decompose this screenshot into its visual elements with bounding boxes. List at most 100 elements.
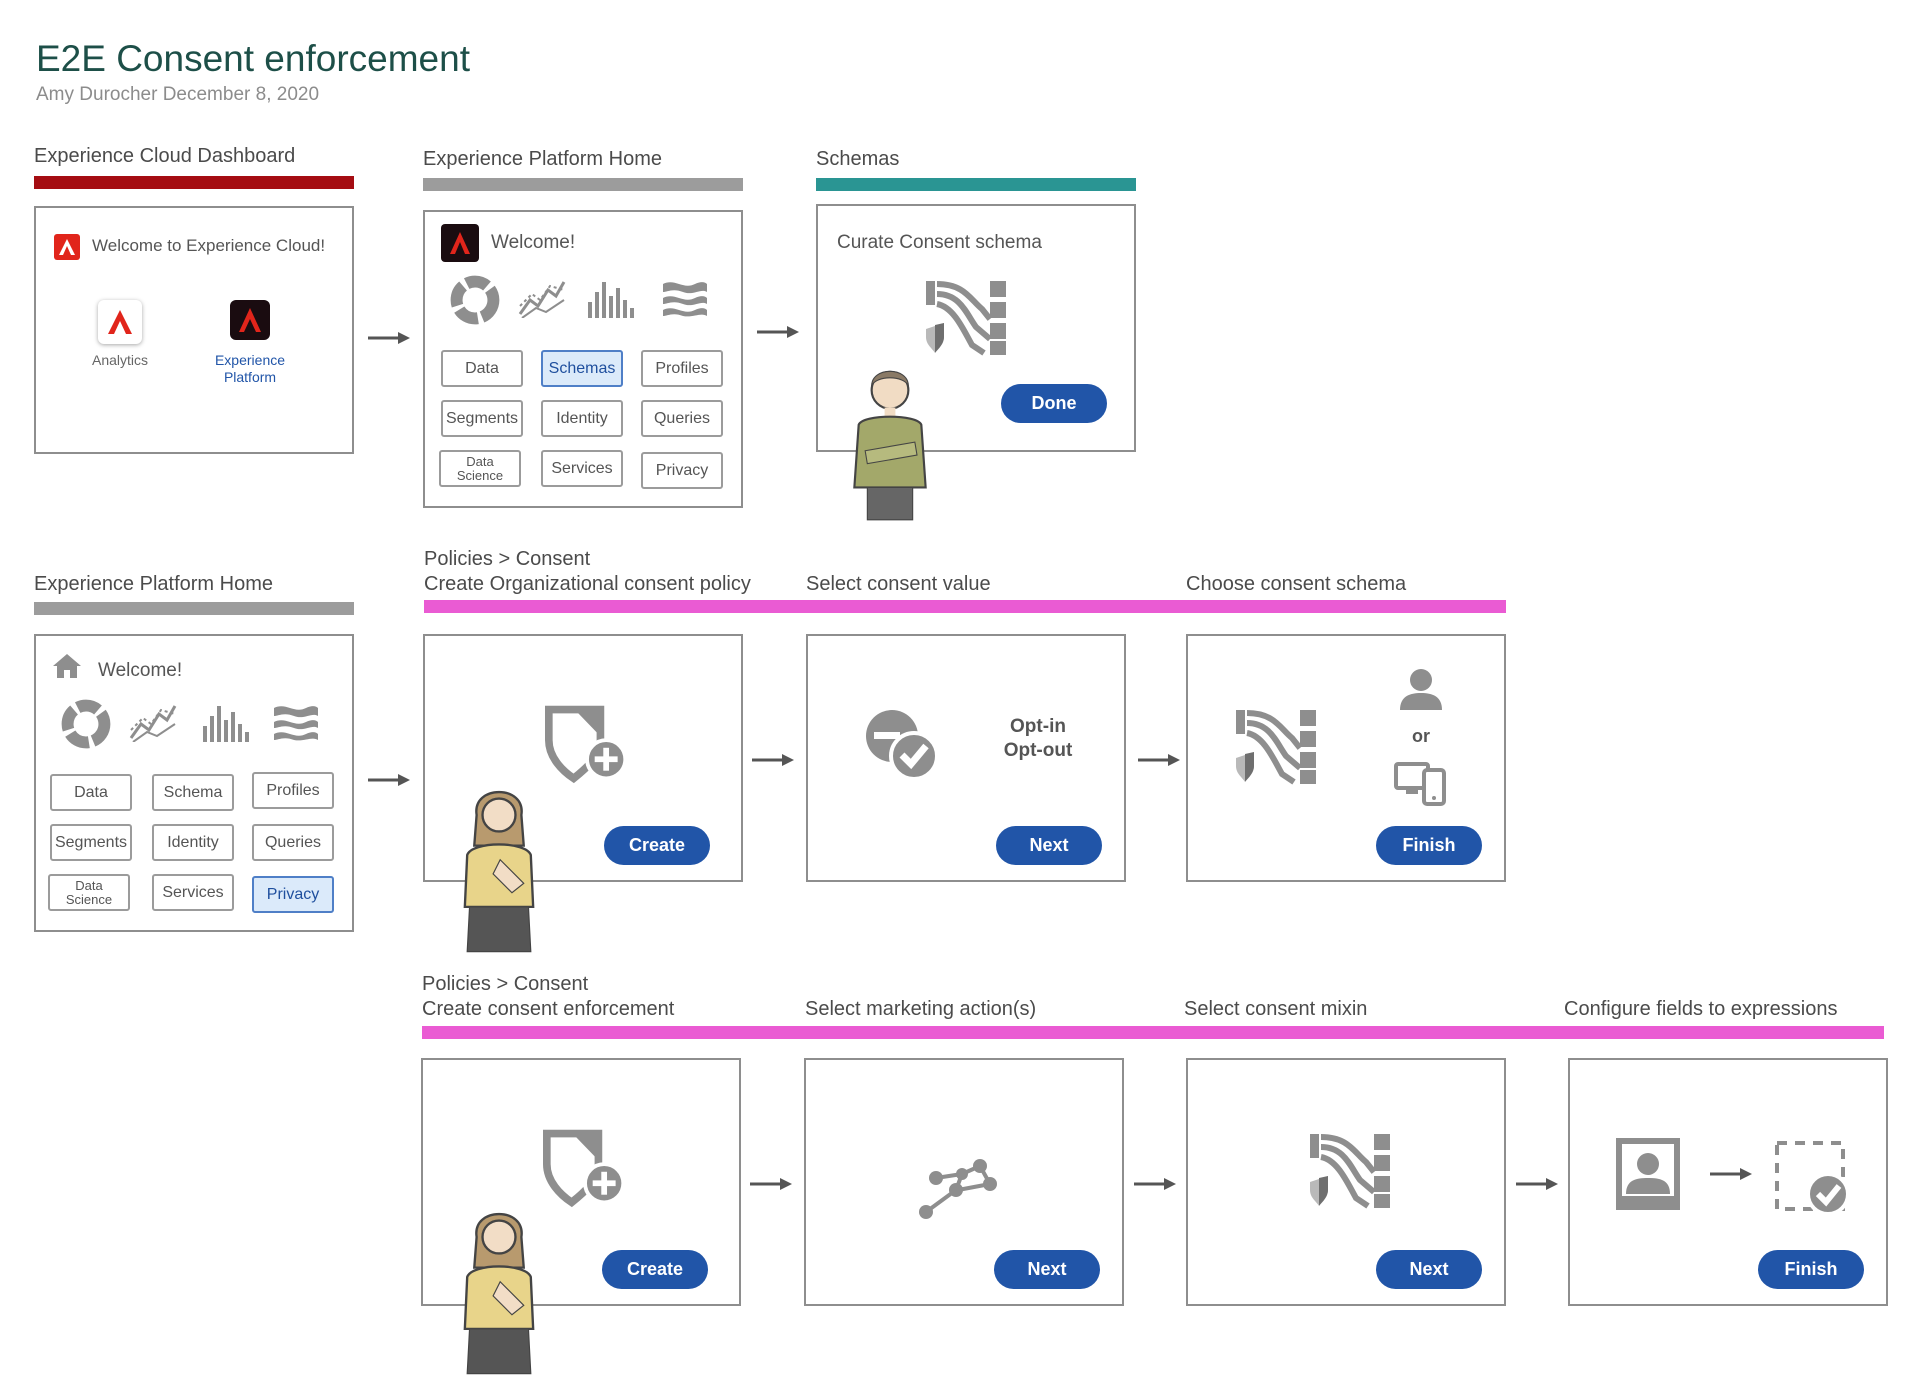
analytics-app-icon[interactable] <box>98 300 142 344</box>
devices-icon <box>1394 762 1446 806</box>
adobe-icon <box>54 234 80 260</box>
platform-home-screen: Welcome! Data Schema Profiles Segments I… <box>34 634 354 932</box>
welcome-message: Welcome! <box>98 660 183 681</box>
tile-profiles[interactable]: Profiles <box>641 350 723 387</box>
opt-out-label: Opt-out <box>1003 740 1073 761</box>
next-button[interactable]: Next <box>994 1250 1100 1289</box>
shield-plus-icon <box>543 1124 629 1210</box>
welcome-message: Welcome! <box>491 232 576 253</box>
step-label-create-policy: Create Organizational consent policy <box>424 573 751 595</box>
tile-data[interactable]: Data <box>441 350 523 387</box>
profile-card-icon <box>1616 1138 1680 1210</box>
consent-schema-screen: or Finish <box>1186 634 1506 882</box>
dashed-check-icon <box>1775 1141 1850 1216</box>
step-bar-teal <box>816 178 1136 191</box>
platform-home-screen: Welcome! Data Schemas Profiles Segments … <box>423 210 743 508</box>
create-button[interactable]: Create <box>602 1250 708 1289</box>
schemas-screen: Curate Consent schema Done <box>816 204 1136 452</box>
page-title: E2E Consent enforcement <box>36 38 470 79</box>
flow-arrow <box>368 774 410 786</box>
bar-chart-icon <box>585 278 635 318</box>
line-chart-icon <box>128 702 178 742</box>
breadcrumb: Policies > Consent <box>424 548 591 570</box>
step-label-marketing-actions: Select marketing action(s) <box>805 998 1037 1020</box>
waves-icon <box>661 278 709 318</box>
shield-plus-icon <box>545 700 631 786</box>
donut-chart-icon <box>60 698 112 750</box>
flow-arrow <box>757 326 799 338</box>
next-button[interactable]: Next <box>1376 1250 1482 1289</box>
experience-platform-app-label[interactable]: Experience Platform <box>214 352 286 385</box>
consent-mixin-screen: Next <box>1186 1058 1506 1306</box>
tile-identity[interactable]: Identity <box>152 824 234 861</box>
experience-platform-app-icon[interactable] <box>230 300 270 340</box>
map-arrow-icon <box>1710 1168 1752 1180</box>
tile-data-science[interactable]: Data Science <box>439 450 521 487</box>
marketing-actions-icon <box>919 1159 997 1219</box>
step-label-platform-home: Experience Platform Home <box>423 148 662 170</box>
tile-privacy[interactable]: Privacy <box>641 452 723 489</box>
step-label-schemas: Schemas <box>816 148 900 170</box>
step-label-consent-value: Select consent value <box>806 573 991 595</box>
step-label-platform-home: Experience Platform Home <box>34 573 273 595</box>
create-button[interactable]: Create <box>604 826 710 865</box>
step-bar-red <box>34 176 354 189</box>
line-chart-icon <box>517 278 567 318</box>
step-label-consent-mixin: Select consent mixin <box>1184 998 1368 1020</box>
opt-in-label: Opt-in <box>1010 716 1066 737</box>
tile-queries[interactable]: Queries <box>641 400 723 437</box>
step-label-configure-fields: Configure fields to expressions <box>1564 998 1838 1020</box>
analytics-app-label[interactable]: Analytics <box>91 352 149 368</box>
schema-icon <box>1308 1130 1392 1210</box>
tile-services[interactable]: Services <box>152 874 234 911</box>
step-bar-gray <box>34 602 354 615</box>
marketing-actions-screen: Next <box>804 1058 1124 1306</box>
or-label: or <box>1412 726 1430 746</box>
welcome-message: Welcome to Experience Cloud! <box>92 236 326 255</box>
tile-segments[interactable]: Segments <box>50 824 132 861</box>
flow-arrow <box>1516 1178 1558 1190</box>
tile-schema[interactable]: Schema <box>152 774 234 811</box>
finish-button[interactable]: Finish <box>1376 826 1482 865</box>
home-icon <box>53 654 81 678</box>
user-icon <box>1400 669 1442 710</box>
step-label-consent-schema: Choose consent schema <box>1186 573 1407 595</box>
finish-button[interactable]: Finish <box>1758 1250 1864 1289</box>
cloud-dashboard-screen: Welcome to Experience Cloud! Analytics E… <box>34 206 354 454</box>
tile-schemas[interactable]: Schemas <box>541 350 623 387</box>
man-persona-illustration <box>840 360 940 522</box>
woman-persona-illustration <box>446 1200 552 1380</box>
step-label-create-enforcement: Create consent enforcement <box>422 998 675 1020</box>
step-bar-gray <box>423 178 743 191</box>
schema-icon <box>1234 706 1318 786</box>
tile-privacy[interactable]: Privacy <box>252 876 334 913</box>
curate-schema-heading: Curate Consent schema <box>837 232 1042 253</box>
tile-queries[interactable]: Queries <box>252 824 334 861</box>
consent-check-icon <box>866 710 938 781</box>
tile-profiles[interactable]: Profiles <box>252 772 334 809</box>
step-bar-pink <box>424 600 1506 613</box>
flow-arrow <box>1138 754 1180 766</box>
flow-arrow <box>752 754 794 766</box>
configure-fields-screen: Finish <box>1568 1058 1888 1306</box>
consent-value-screen: Opt-in Opt-out Next <box>806 634 1126 882</box>
step-bar-pink <box>422 1026 1884 1039</box>
waves-icon <box>272 702 320 742</box>
bar-chart-icon <box>200 702 250 742</box>
step-label-cloud-dashboard: Experience Cloud Dashboard <box>34 145 296 167</box>
flow-arrow <box>750 1178 792 1190</box>
tile-identity[interactable]: Identity <box>541 400 623 437</box>
tile-segments[interactable]: Segments <box>441 400 523 437</box>
woman-persona-illustration <box>446 778 552 958</box>
tile-data-science[interactable]: Data Science <box>48 874 130 911</box>
done-button[interactable]: Done <box>1001 384 1107 423</box>
breadcrumb: Policies > Consent <box>422 973 589 995</box>
donut-chart-icon <box>449 274 501 326</box>
tile-services[interactable]: Services <box>541 450 623 487</box>
flow-arrow <box>368 332 410 344</box>
schema-icon <box>924 276 1008 358</box>
tile-data[interactable]: Data <box>50 774 132 811</box>
flow-arrow <box>1134 1178 1176 1190</box>
author-date: Amy Durocher December 8, 2020 <box>36 84 320 105</box>
next-button[interactable]: Next <box>996 826 1102 865</box>
